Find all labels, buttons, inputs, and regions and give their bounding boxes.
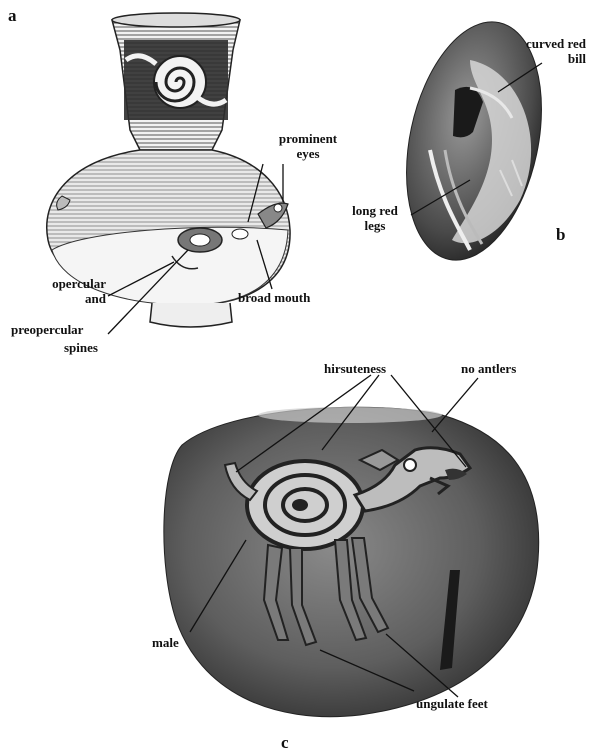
label-preopercular: preopercular <box>11 322 83 337</box>
label-long-red: long red <box>337 203 413 218</box>
label-male: male <box>152 635 179 650</box>
label-legs: legs <box>337 218 413 233</box>
label-broad-mouth: broad mouth <box>238 290 310 305</box>
label-opercular-spines: opercular and <box>26 276 106 306</box>
label-and: and <box>26 291 106 306</box>
panel-letter-b: b <box>556 225 565 245</box>
label-long-red-legs: long red legs <box>337 203 413 233</box>
label-bill: bill <box>520 51 590 66</box>
label-curved-red-bill: curved red bill <box>520 36 590 66</box>
panel-letter-c: c <box>281 733 289 753</box>
panel-letter-a: a <box>8 6 17 26</box>
label-spines: spines <box>64 340 98 355</box>
label-prominent-eyes: prominent eyes <box>258 131 358 161</box>
label-opercular: opercular <box>26 276 106 291</box>
vessel-c <box>164 407 539 717</box>
label-prominent: prominent <box>258 131 358 146</box>
label-no-antlers: no antlers <box>461 361 516 376</box>
label-curved-red: curved red <box>520 36 590 51</box>
label-ungulate-feet: ungulate feet <box>416 696 488 711</box>
label-hirsuteness: hirsuteness <box>324 361 386 376</box>
label-eyes: eyes <box>258 146 358 161</box>
